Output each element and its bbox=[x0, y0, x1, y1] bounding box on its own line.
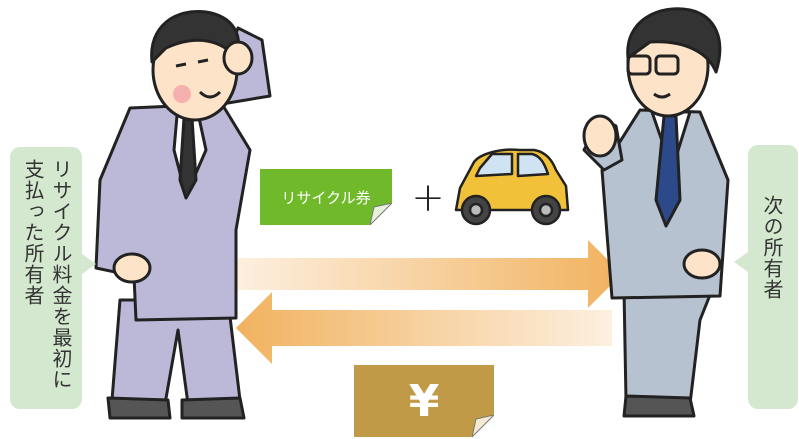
recycle-ticket: リサイクル券 bbox=[260, 169, 392, 225]
right-owner-callout: 次の所有者 bbox=[748, 145, 798, 409]
yen-ticket: ¥ bbox=[354, 365, 494, 437]
left-callout-pointer bbox=[82, 254, 96, 274]
person-left-icon bbox=[94, 9, 272, 420]
right-callout-pointer bbox=[734, 252, 748, 272]
left-owner-label: リサイクル料金を最初に支払った所有者 bbox=[21, 159, 73, 390]
plus-sign: + bbox=[411, 175, 445, 221]
recycle-ticket-label: リサイクル券 bbox=[281, 188, 371, 207]
left-owner-callout: リサイクル料金を最初に支払った所有者 bbox=[10, 147, 82, 409]
person-right-icon bbox=[582, 7, 730, 418]
ticket-fold-icon bbox=[370, 203, 392, 225]
arrow-right-icon bbox=[236, 240, 622, 308]
car-icon bbox=[454, 148, 570, 226]
yen-symbol: ¥ bbox=[408, 375, 440, 427]
yen-ticket-fold-icon bbox=[472, 415, 494, 437]
right-owner-label: 次の所有者 bbox=[760, 195, 784, 300]
arrow-left-icon bbox=[236, 292, 612, 364]
